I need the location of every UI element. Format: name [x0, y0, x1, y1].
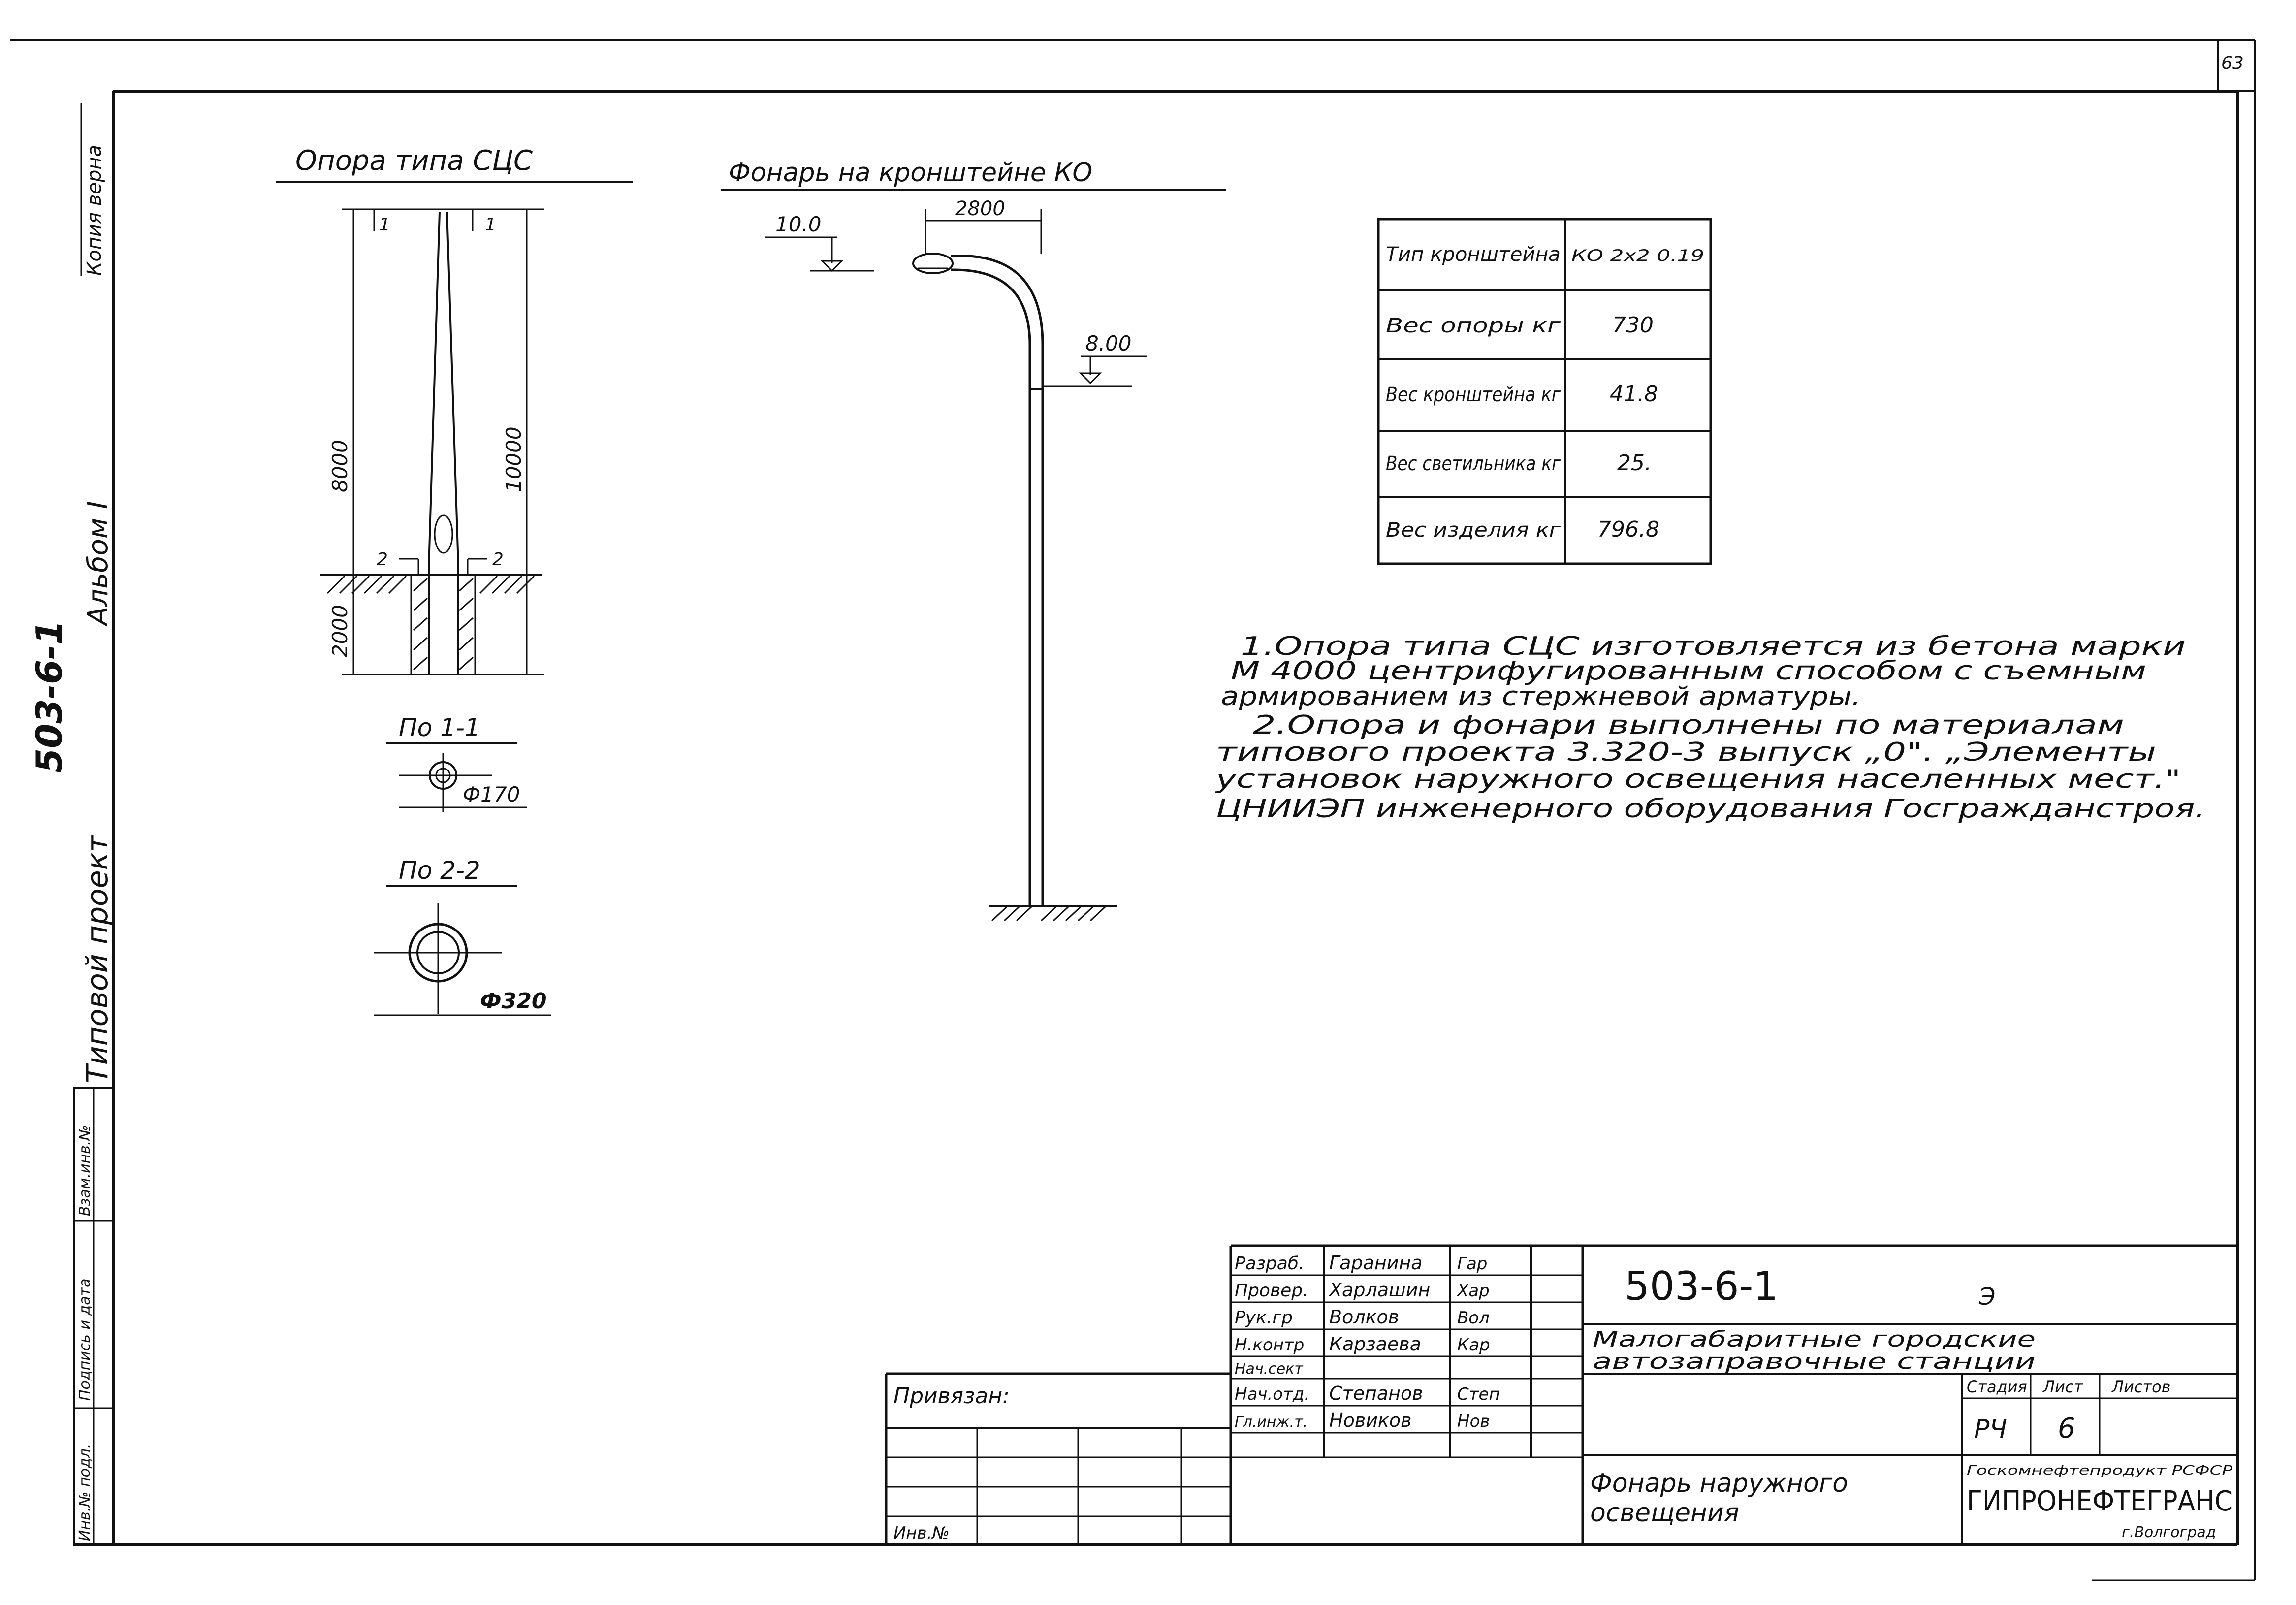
sheet-label: Лист — [2042, 1378, 2083, 1396]
reach-dimension: 2800 — [955, 197, 1005, 220]
notes: 1.Опора типа СЦС изготовляется из бетона… — [1214, 632, 2205, 824]
sign-role: Нач.сект — [1235, 1360, 1304, 1378]
left-margin: 503-6-1 Типовой проект Альбом I Копия ве… — [29, 103, 115, 1546]
section-mark-2-right: 2 — [492, 549, 504, 570]
sign-name: Волков — [1329, 1306, 1399, 1328]
document-letter: Э — [1978, 1283, 1996, 1311]
sign-mark: Нов — [1457, 1412, 1490, 1431]
sign-mark: Кар — [1457, 1335, 1490, 1355]
section-mark-1-left: 1 — [379, 215, 390, 235]
table-row-value-type: КО 2х2 0.19 — [1571, 246, 1704, 265]
drawing-title-line-2: освещения — [1590, 1498, 1739, 1528]
approval-field-signature: Подпись и дата — [76, 1279, 94, 1401]
sign-mark: Хар — [1456, 1281, 1490, 1301]
project-name-line-1: Малогабаритные городские — [1593, 1327, 2036, 1352]
sign-name: Карзаева — [1329, 1333, 1421, 1355]
sign-name: Гаранина — [1329, 1252, 1423, 1274]
stage-label: Стадия — [1967, 1378, 2027, 1396]
lamp-ground-hatch — [991, 906, 1106, 922]
album-label: Альбом I — [82, 501, 114, 627]
stage-value: РЧ — [1974, 1414, 2007, 1444]
sign-mark: Гар — [1457, 1254, 1487, 1274]
organization-city: г.Волгоград — [2122, 1524, 2216, 1541]
note-line: ЦНИИЭП инженерного оборудования Госгражд… — [1216, 794, 2205, 824]
section-mark-2-left: 2 — [377, 549, 388, 570]
sheets-label: Листов — [2111, 1378, 2171, 1396]
drawing-code: 503-6-1 — [1625, 1263, 1778, 1309]
sign-role: Рук.гр — [1235, 1308, 1293, 1328]
sign-role: Н.контр — [1235, 1335, 1304, 1355]
drawing-title-line-1: Фонарь наружного — [1590, 1469, 1848, 1498]
table-row-label-type: Тип кронштейна — [1386, 243, 1561, 266]
sheet-value: 6 — [2058, 1412, 2075, 1444]
copy-mark: Копия верна — [83, 145, 106, 276]
table-row-value-total-weight: 796.8 — [1597, 517, 1659, 542]
table-row-label-lamp-weight: Вес светильника кг — [1386, 452, 1561, 475]
note-line: М 4000 центрифугированным способом с съе… — [1231, 656, 2146, 686]
table-row-label-bracket-weight: Вес кронштейна кг — [1386, 384, 1561, 406]
sign-role: Разраб. — [1235, 1253, 1304, 1274]
sign-mark: Вол — [1457, 1308, 1490, 1328]
note-line: армированием из стержневой арматуры. — [1221, 682, 1861, 711]
table-row-value-lamp-weight: 25. — [1617, 450, 1652, 476]
ministry-name: Госкомнефтепродукт РСФСР — [1967, 1463, 2232, 1478]
note-line: установок наружного освещения населенных… — [1214, 765, 2181, 794]
ground-hatch-right — [479, 575, 535, 594]
pit-hatch — [413, 578, 474, 671]
section-2-title: По 2-2 — [399, 856, 480, 885]
table-row-label-pole-weight: Вес опоры кг — [1386, 315, 1561, 337]
table-row-label-total-weight: Вес изделия кг — [1386, 519, 1561, 542]
typical-project-label: Типовой проект — [80, 834, 115, 1083]
pole-view: Опора типа СЦС 1 1 — [276, 145, 633, 1016]
title-block: Привязан: Инв.№ Разраб. Гаранина Гар Про… — [885, 1244, 2237, 1545]
approval-field-inv: Инв.№ подл. — [76, 1444, 94, 1541]
section-1-title: По 1-1 — [399, 713, 480, 742]
pole-view-title: Опора типа СЦС — [295, 145, 533, 177]
album-code: 503-6-1 — [29, 620, 70, 773]
sign-role: Нач.отд. — [1235, 1384, 1309, 1404]
level-top: 10.0 — [775, 212, 822, 236]
note-line: типового проекта 3.320-3 выпуск „0". „Эл… — [1216, 738, 2156, 767]
corner-sheet-number: 63 — [2221, 53, 2244, 73]
ground-hatch-left — [326, 575, 407, 594]
sign-mark: Степ — [1457, 1384, 1500, 1404]
level-mid: 8.00 — [1085, 331, 1132, 355]
note-line: 1.Опора типа СЦС изготовляется из бетона… — [1241, 632, 2186, 661]
sign-role: Гл.инж.т. — [1235, 1413, 1307, 1431]
dim-below-ground: 2000 — [328, 605, 352, 657]
section-1-diameter: Ф170 — [463, 782, 520, 806]
sign-name: Степанов — [1329, 1382, 1423, 1404]
dim-total: 10000 — [502, 426, 526, 492]
dim-above-ground: 8000 — [328, 440, 352, 492]
approval-field-replace: Взам.инв.№ — [76, 1125, 94, 1216]
section-2-diameter: Ф320 — [480, 989, 546, 1014]
section-mark-1-right: 1 — [485, 215, 496, 235]
inventory-label: Инв.№ — [893, 1523, 950, 1543]
lamp-view: Фонарь на кронштейне КО 2800 10.0 8.00 — [721, 158, 1226, 922]
bound-label: Привязан: — [893, 1383, 1010, 1409]
lamp-view-title: Фонарь на кронштейне КО — [729, 158, 1092, 188]
project-name-line-2: автозаправочные станции — [1593, 1349, 2036, 1374]
weight-table: Тип кронштейна КО 2х2 0.19 Вес опоры кг … — [1377, 218, 1712, 565]
sign-name: Харлашин — [1328, 1279, 1430, 1301]
table-row-value-bracket-weight: 41.8 — [1610, 382, 1658, 407]
note-line: 2.Опора и фонари выполнены по материалам — [1253, 710, 2124, 740]
table-row-value-pole-weight: 730 — [1612, 313, 1654, 338]
organization-name: ГИПРОНЕФТЕГРАНС — [1967, 1485, 2232, 1517]
sign-name: Новиков — [1329, 1410, 1412, 1431]
sign-role: Провер. — [1235, 1281, 1308, 1301]
